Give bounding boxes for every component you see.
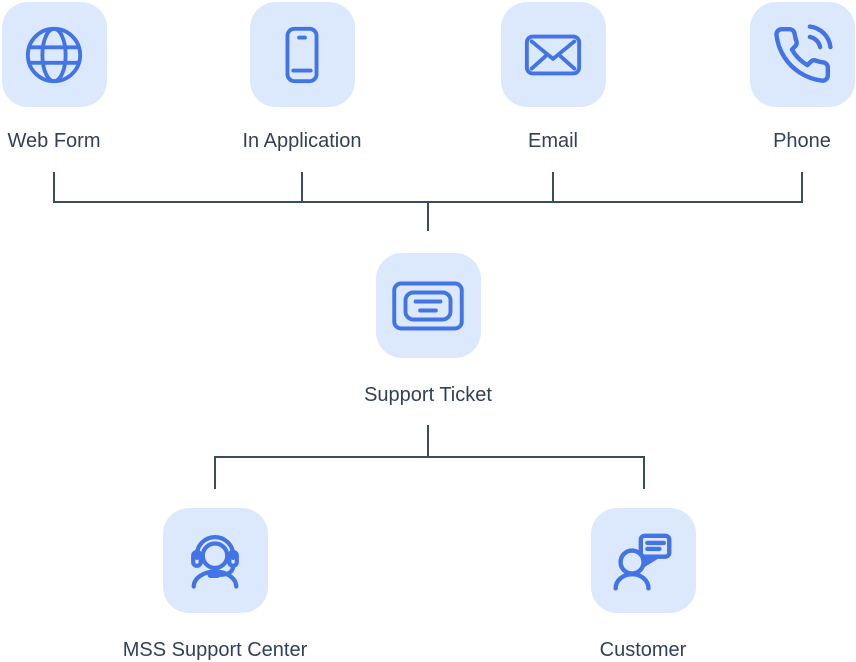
node-card [1,2,107,107]
envelope-icon [524,34,582,75]
connector-line [801,172,803,202]
node-customer: Customer [523,508,763,662]
node-label: MSS Support Center [122,639,308,661]
connector-line [427,425,429,456]
node-support-ticket: Support Ticket [308,253,548,408]
connector-line [643,458,645,489]
connector-line [427,203,429,231]
node-email: Email [433,2,673,154]
node-in-application: In Application [182,2,422,154]
connector-line [214,456,645,458]
node-card [749,2,855,107]
node-web-form: Web Form [0,2,174,154]
connector-line [552,172,554,202]
support-agent-icon [191,534,239,589]
node-label: In Application [242,130,362,152]
mobile-icon [285,26,319,83]
node-card [500,2,606,107]
node-card [590,508,696,613]
node-label: Customer [599,639,687,661]
node-label: Web Form [7,130,101,152]
node-mss-support-center: MSS Support Center [95,508,335,662]
customer-chat-icon [613,533,672,591]
node-label: Support Ticket [364,384,492,406]
connector-line [214,458,216,489]
node-label: Email [527,130,578,152]
connector-line [53,172,55,202]
globe-icon [25,26,83,83]
ticket-icon [392,281,464,330]
connector-line [301,172,303,202]
node-label: Phone [773,130,831,152]
phone-handset-icon [774,23,833,83]
node-card [162,508,268,613]
connector-line [53,201,803,203]
node-card [375,253,481,358]
node-phone: Phone [682,2,856,154]
node-card [249,2,355,107]
